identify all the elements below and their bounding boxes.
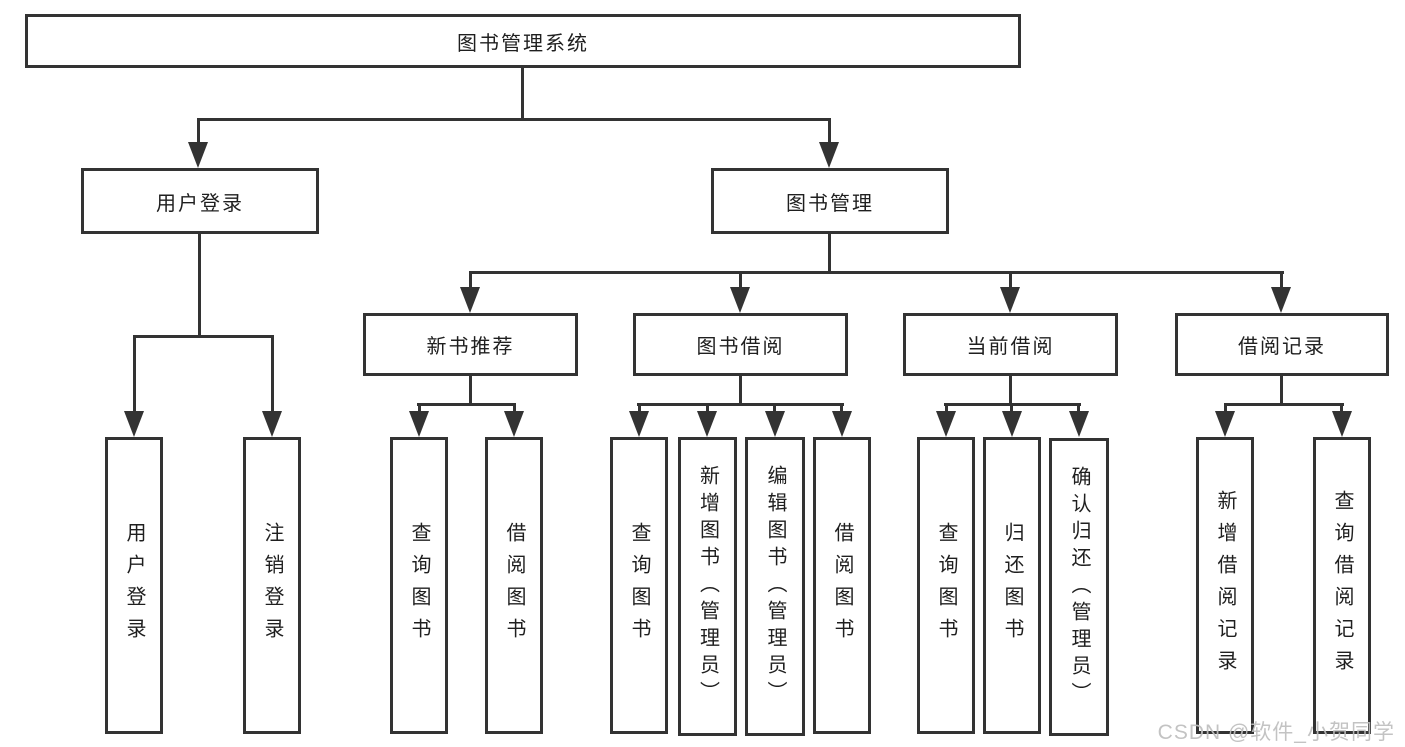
node-book-borrow: 图书借阅 — [633, 313, 848, 376]
arrow-down-icon — [1069, 411, 1089, 437]
leaf-query-books-borrow: 查询图书 — [610, 437, 668, 734]
leaf-add-book-admin: 新增图书（管理员） — [678, 437, 737, 736]
connector-line — [469, 271, 472, 293]
node-book-borrow-label: 图书借阅 — [696, 336, 785, 358]
connector-line — [513, 403, 516, 417]
connector-line — [133, 335, 136, 413]
connector-line — [945, 403, 948, 417]
leaf-borrow-books-recommend-label: 借阅图书 — [503, 521, 525, 650]
connector-line — [198, 234, 201, 337]
arrow-down-icon — [1332, 411, 1352, 437]
leaf-add-borrow-record: 新增借阅记录 — [1196, 437, 1254, 734]
arrow-down-icon — [262, 411, 282, 437]
node-book-management: 图书管理 — [711, 168, 949, 234]
arrow-down-icon — [188, 142, 208, 168]
connector-line — [706, 403, 709, 417]
connector-line — [271, 335, 274, 413]
connector-line — [1077, 403, 1080, 417]
arrow-down-icon — [504, 411, 524, 437]
connector-line — [1280, 271, 1283, 293]
leaf-user-login-label: 用户登录 — [123, 521, 145, 650]
arrow-down-icon — [765, 411, 785, 437]
connector-line — [828, 118, 831, 150]
arrow-down-icon — [1271, 287, 1291, 313]
node-borrow-records: 借阅记录 — [1175, 313, 1389, 376]
connector-line — [1010, 403, 1013, 417]
leaf-query-books-current: 查询图书 — [917, 437, 975, 734]
leaf-logout-label: 注销登录 — [261, 521, 283, 650]
connector-line — [1009, 375, 1012, 403]
leaf-confirm-return-admin-label: 确认归还（管理员） — [1068, 465, 1090, 709]
connector-line — [637, 403, 844, 406]
leaf-query-books-recommend-label: 查询图书 — [408, 521, 430, 650]
leaf-edit-book-admin-label: 编辑图书（管理员） — [764, 465, 786, 708]
connector-line — [197, 118, 831, 121]
connector-line — [773, 403, 776, 417]
connector-line — [1280, 375, 1283, 403]
node-new-book-recommend: 新书推荐 — [363, 313, 578, 376]
connector-line — [739, 271, 742, 293]
arrow-down-icon — [409, 411, 429, 437]
leaf-return-books: 归还图书 — [983, 437, 1041, 734]
leaf-query-borrow-record-label: 查询借阅记录 — [1331, 489, 1353, 682]
connector-line — [469, 375, 472, 403]
arrow-down-icon — [1000, 287, 1020, 313]
arrow-down-icon — [832, 411, 852, 437]
connector-line — [1224, 403, 1344, 406]
connector-line — [1340, 403, 1343, 417]
connector-line — [1224, 403, 1227, 417]
connector-line — [638, 403, 641, 417]
leaf-logout: 注销登录 — [243, 437, 301, 734]
arrow-down-icon — [629, 411, 649, 437]
leaf-edit-book-admin: 编辑图书（管理员） — [745, 437, 805, 736]
connector-line — [1009, 271, 1012, 293]
node-borrow-records-label: 借阅记录 — [1238, 336, 1326, 358]
connector-line — [828, 234, 831, 274]
leaf-query-borrow-record: 查询借阅记录 — [1313, 437, 1371, 734]
connector-line — [469, 271, 1284, 274]
node-current-borrow: 当前借阅 — [903, 313, 1118, 376]
connector-line — [840, 403, 843, 417]
leaf-borrow-books-recommend: 借阅图书 — [485, 437, 543, 734]
arrow-down-icon — [460, 287, 480, 313]
leaf-return-books-label: 归还图书 — [1001, 521, 1023, 650]
leaf-borrow-books-borrow: 借阅图书 — [813, 437, 871, 734]
connector-line — [417, 403, 516, 406]
leaf-borrow-books-borrow-label: 借阅图书 — [831, 521, 853, 650]
arrow-down-icon — [1002, 411, 1022, 437]
arrow-down-icon — [819, 142, 839, 168]
connector-line — [418, 403, 421, 417]
arrow-down-icon — [697, 411, 717, 437]
leaf-add-borrow-record-label: 新增借阅记录 — [1214, 489, 1236, 682]
node-user-login: 用户登录 — [81, 168, 319, 234]
node-new-book-recommend-label: 新书推荐 — [426, 336, 515, 358]
connector-line — [739, 375, 742, 403]
connector-line — [521, 68, 524, 120]
leaf-user-login: 用户登录 — [105, 437, 163, 734]
node-book-management-label: 图书管理 — [786, 192, 874, 215]
node-root-label: 图书管理系统 — [457, 32, 589, 55]
node-root: 图书管理系统 — [25, 14, 1021, 68]
watermark: CSDN @软件_小贺同学 — [1157, 721, 1395, 744]
connector-line — [197, 118, 200, 150]
arrow-down-icon — [1215, 411, 1235, 437]
connector-line — [133, 335, 274, 338]
leaf-confirm-return-admin: 确认归还（管理员） — [1049, 438, 1109, 736]
leaf-query-books-current-label: 查询图书 — [935, 521, 957, 650]
arrow-down-icon — [124, 411, 144, 437]
leaf-query-books-borrow-label: 查询图书 — [628, 521, 650, 650]
leaf-query-books-recommend: 查询图书 — [390, 437, 448, 734]
arrow-down-icon — [730, 287, 750, 313]
node-user-login-label: 用户登录 — [156, 192, 244, 215]
leaf-add-book-admin-label: 新增图书（管理员） — [696, 465, 719, 708]
node-current-borrow-label: 当前借阅 — [966, 336, 1055, 358]
arrow-down-icon — [936, 411, 956, 437]
